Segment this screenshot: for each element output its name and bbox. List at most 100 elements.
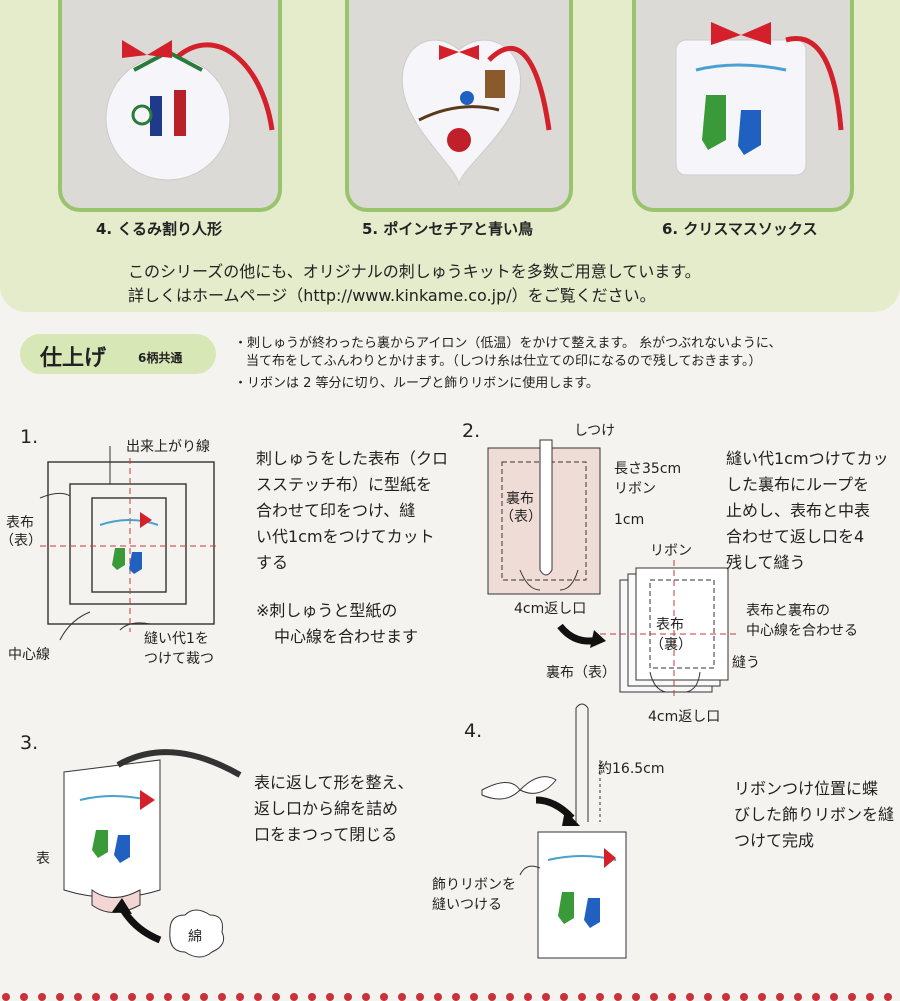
finish-note-1: ・刺しゅうが終わったら裏からアイロン（低温）をかけて整えます。 糸がつぶれないよ… xyxy=(234,336,782,351)
border-dot xyxy=(596,993,604,1001)
border-dot xyxy=(794,993,802,1001)
border-dot xyxy=(434,993,442,1001)
border-dot xyxy=(326,993,334,1001)
step1-seam-label-1: 縫い代1を xyxy=(144,631,209,647)
border-dot xyxy=(668,993,676,1001)
step1-text-line: スステッチ布）に型紙を xyxy=(256,475,433,494)
border-dot xyxy=(128,993,136,1001)
border-dot xyxy=(380,993,388,1001)
border-dot xyxy=(776,993,784,1001)
step2-number: 2. xyxy=(462,420,481,442)
step4-sew-bow-2: 縫いつける xyxy=(432,897,502,913)
step4-text-line: つけて完成 xyxy=(734,831,815,850)
finish-note-3: ・リボンは 2 等分に切り、ループと飾りリボンに使用します。 xyxy=(234,376,599,391)
step2-back-fabric-label: 裏布 xyxy=(506,491,534,507)
border-dot xyxy=(848,993,856,1001)
series-note: このシリーズの他にも、オリジナルの刺しゅうキットを多数ご用意しています。 詳しく… xyxy=(128,260,701,308)
border-dot xyxy=(272,993,280,1001)
step2-basting-label: しつけ xyxy=(574,423,616,439)
border-dot xyxy=(506,993,514,1001)
border-dot xyxy=(2,993,10,1001)
step3-text-line: 返し口から綿を詰め xyxy=(254,799,399,818)
step3-cotton-label: 綿 xyxy=(188,929,202,945)
border-dot xyxy=(740,993,748,1001)
step1-note-line: 中心線を合わせます xyxy=(274,627,419,646)
border-dot xyxy=(524,993,532,1001)
step2-text: 縫い代1cmつけてカッ した裏布にループを 止めし、表布と中表 合わせて返し口を… xyxy=(726,446,889,576)
series-note-line2: 詳しくはホームページ（http://www.kinkame.co.jp/）をご覧… xyxy=(128,286,656,305)
product-photo-6 xyxy=(632,0,854,212)
border-dot xyxy=(542,993,550,1001)
step3-text-line: 表に返して形を整え、 xyxy=(254,773,414,792)
border-dot xyxy=(254,993,262,1001)
step1-text-line: する xyxy=(256,553,289,572)
step4-text-line: リボンつけ位置に蝶 xyxy=(734,779,879,798)
caption-4: 4. くるみ割り人形 xyxy=(96,220,223,238)
border-dot xyxy=(56,993,64,1001)
border-dot xyxy=(632,993,640,1001)
product-photo-5 xyxy=(345,0,573,212)
border-dot xyxy=(146,993,154,1001)
border-dot xyxy=(416,993,424,1001)
border-dot xyxy=(200,993,208,1001)
step2-text-line: した裏布にループを xyxy=(726,475,870,494)
step1-finished-line-label: 出来上がり線 xyxy=(126,439,210,455)
product-photo-4 xyxy=(58,0,282,212)
heart-ornament-image xyxy=(401,39,552,186)
step2-sew-label: 縫う xyxy=(732,655,760,671)
border-dot xyxy=(758,993,766,1001)
border-dot xyxy=(164,993,172,1001)
step1-text-line: い代1cmをつけてカット xyxy=(256,527,435,546)
caption-6: 6. クリスマスソックス xyxy=(662,220,818,238)
step3-text: 表に返して形を整え、 返し口から綿を詰め 口をまつって閉じる xyxy=(254,770,414,848)
border-dot xyxy=(110,993,118,1001)
step2-1cm-label: 1cm xyxy=(614,512,645,528)
border-dot xyxy=(344,993,352,1001)
border-dot xyxy=(362,993,370,1001)
step3-text-line: 口をまつって閉じる xyxy=(254,825,398,844)
border-dot xyxy=(290,993,298,1001)
border-dot xyxy=(812,993,820,1001)
border-dot xyxy=(650,993,658,1001)
step2-opening2-label: 4cm返し口 xyxy=(648,709,721,725)
finish-heading-pill xyxy=(20,334,216,374)
step2-front-fabric-label: 表布 xyxy=(656,617,684,633)
step1-center-line-label: 中心線 xyxy=(8,647,50,663)
step3-front-label: 表 xyxy=(36,851,50,867)
step4-length-label: 約16.5cm xyxy=(598,761,665,777)
step2-text-line: 止めし、表布と中表 xyxy=(726,501,871,520)
border-dot xyxy=(470,993,478,1001)
step4-sew-bow-1: 飾りリボンを xyxy=(432,877,516,893)
step2-back-front-label: 裏布（表） xyxy=(546,665,616,681)
finish-title: 仕上げ xyxy=(40,346,107,371)
step4-text-line: びした飾りリボンを縫 xyxy=(734,805,895,824)
border-dot xyxy=(686,993,694,1001)
border-dot xyxy=(866,993,874,1001)
step2-ribbon-label: リボン xyxy=(650,543,692,559)
series-note-line1: このシリーズの他にも、オリジナルの刺しゅうキットを多数ご用意しています。 xyxy=(128,262,701,281)
step2-align-2: 中心線を合わせる xyxy=(746,623,858,639)
border-dot xyxy=(74,993,82,1001)
step4-number: 4. xyxy=(464,720,483,742)
step1-front-fabric-label: 表布 xyxy=(6,515,34,531)
border-dot xyxy=(236,993,244,1001)
step4-text: リボンつけ位置に蝶 びした飾りリボンを縫 つけて完成 xyxy=(734,776,894,854)
step1-note-line: ※刺しゅうと型紙の xyxy=(256,601,398,620)
step2-opening-label: 4cm返し口 xyxy=(514,601,587,617)
step2-front-back-label: （裏） xyxy=(650,637,692,653)
border-dot xyxy=(704,993,712,1001)
step1-number: 1. xyxy=(20,426,39,448)
finish-note-2: 当て布をしてふんわりとかけます。（しつけ糸は仕立ての印になるので残しておきます。… xyxy=(246,354,762,369)
border-dot xyxy=(578,993,586,1001)
step2-ribbon-length-2: リボン xyxy=(614,481,656,497)
step2-text-line: 合わせて返し口を4 xyxy=(726,527,865,546)
border-dot xyxy=(614,993,622,1001)
step2-align-1: 表布と裏布の xyxy=(746,603,830,619)
border-dot xyxy=(20,993,28,1001)
border-dot xyxy=(452,993,460,1001)
step1-text-line: 合わせて印をつけ、縫 xyxy=(256,501,416,520)
step1-text: 刺しゅうをした表布（クロ スステッチ布）に型紙を 合わせて印をつけ、縫 い代1c… xyxy=(256,446,448,576)
border-dot xyxy=(38,993,46,1001)
step2-back-side-label: （表） xyxy=(500,509,542,525)
